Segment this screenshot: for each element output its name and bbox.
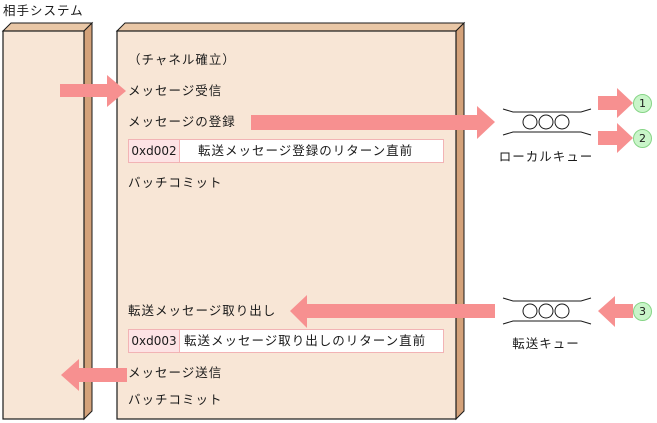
trace-code: 0xd002 <box>129 140 180 162</box>
transfer-queue-icon <box>502 297 592 325</box>
marker-3: 3 <box>633 302 652 321</box>
main-process-box <box>115 21 466 421</box>
step-message-receive: メッセージ受信 <box>128 83 223 98</box>
arrow-from-marker-3 <box>598 296 633 327</box>
transfer-queue-label: 転送キュー <box>512 336 580 351</box>
arrow-to-marker-1 <box>598 88 633 118</box>
partner-system-box <box>1 21 94 421</box>
partner-system-label: 相手システム <box>3 3 84 18</box>
trace-point-0xd002: 0xd002 転送メッセージ登録のリターン直前 <box>128 139 444 163</box>
arrow-to-marker-2 <box>598 123 633 153</box>
trace-description: 転送メッセージ登録のリターン直前 <box>198 143 414 158</box>
trace-code: 0xd003 <box>129 330 180 352</box>
step-channel-established: （チャネル確立） <box>128 52 236 67</box>
step-batch-commit-1: バッチコミット <box>128 175 223 190</box>
step-batch-commit-2: バッチコミット <box>128 392 223 407</box>
local-queue-icon <box>502 108 592 136</box>
arrow-register <box>251 106 495 139</box>
arrow-send <box>61 359 127 391</box>
step-message-register: メッセージの登録 <box>128 114 236 129</box>
arrow-retrieve <box>290 295 495 328</box>
trace-point-0xd003: 0xd003 転送メッセージ取り出しのリターン直前 <box>128 329 444 353</box>
local-queue-label: ローカルキュー <box>498 149 594 164</box>
marker-2: 2 <box>633 129 652 148</box>
trace-description: 転送メッセージ取り出しのリターン直前 <box>184 333 427 348</box>
arrow-receive <box>60 75 126 107</box>
marker-1: 1 <box>633 94 652 113</box>
step-transfer-message-retrieve: 転送メッセージ取り出し <box>128 303 277 318</box>
step-message-send: メッセージ送信 <box>128 365 223 380</box>
